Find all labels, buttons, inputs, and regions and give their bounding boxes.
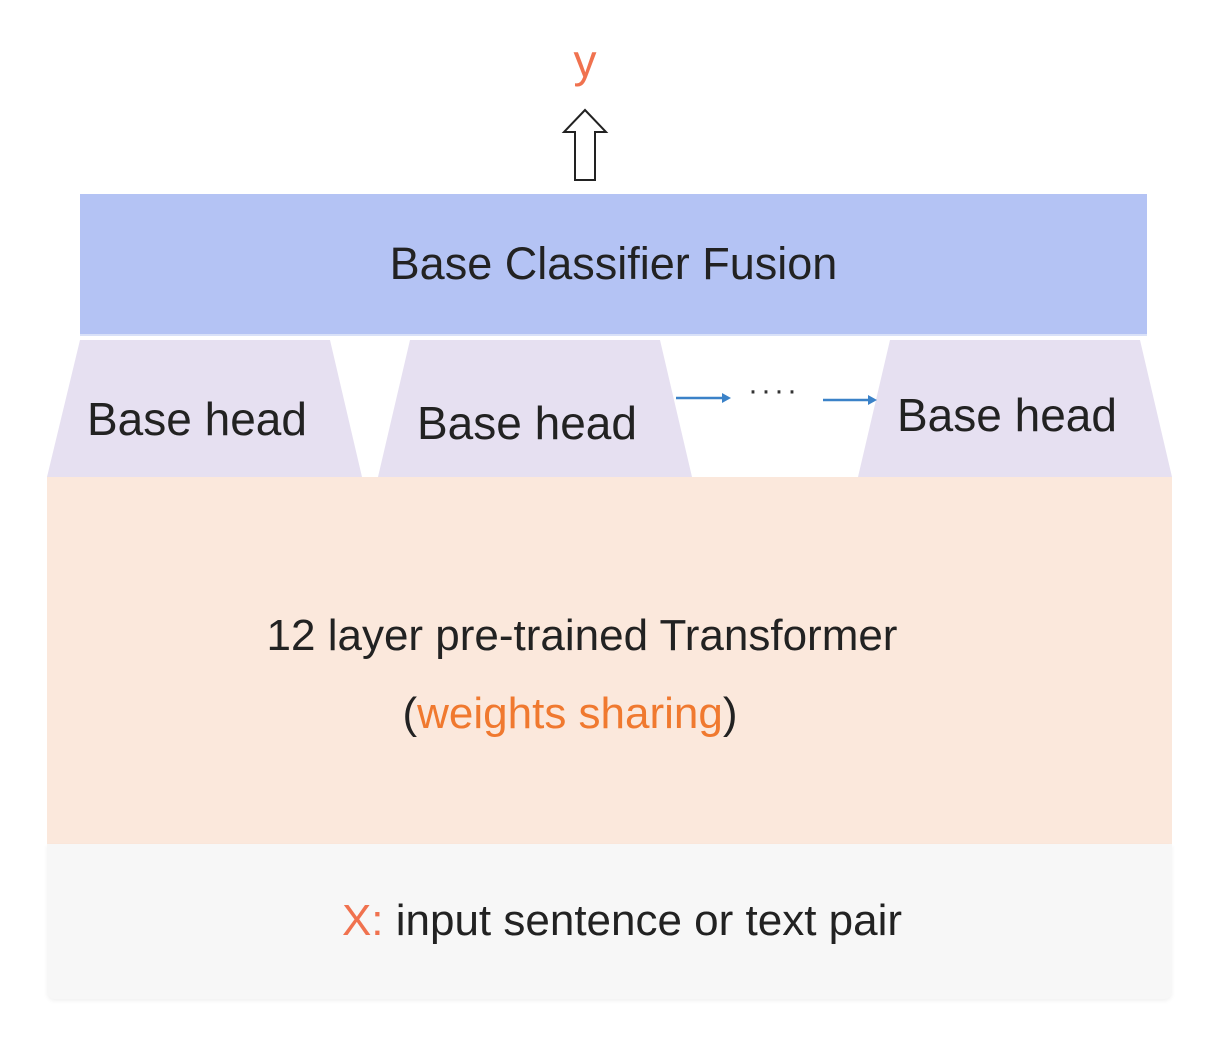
base-head-label-3: Base head [897,389,1117,441]
input-prefix: X: [341,896,384,945]
transformer-title: 12 layer pre-trained Transformer [266,611,898,660]
fusion-label: Base Classifier Fusion [389,238,838,289]
transformer-subtitle: (weights sharing) [47,689,1093,738]
transformer-sub-open: ( [402,689,418,738]
input-label: X: input sentence or text pair [47,896,1197,945]
transformer-box [47,477,1172,844]
weights-sharing-label: weights sharing [417,689,723,738]
base-head-shape-3 [858,340,1172,477]
input-box [47,844,1172,999]
connector-arrow-icon-2 [823,395,877,405]
connector-arrow-icon-1 [676,393,731,403]
heads-ellipsis: ···· [748,374,800,407]
fusion-box: Base Classifier Fusion [80,194,1147,336]
output-label: y [573,35,597,87]
base-head-shape-1 [47,340,362,477]
base-head-shape-2 [378,340,692,477]
base-head-label-1: Base head [87,393,307,445]
base-head-label-2: Base head [417,397,637,449]
input-description: input sentence or text pair [383,896,903,945]
transformer-sub-close: ) [722,689,738,738]
output-arrow-icon [561,108,609,181]
